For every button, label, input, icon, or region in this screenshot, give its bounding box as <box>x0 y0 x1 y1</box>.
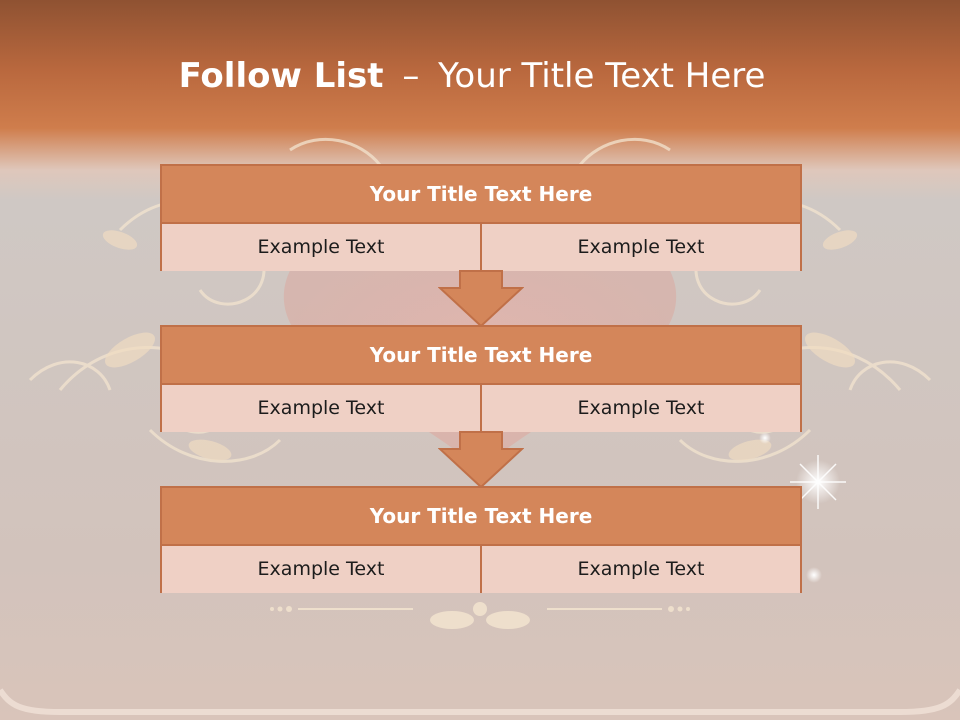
list-block-3: Your Title Text Here Example Text Exampl… <box>160 486 802 593</box>
slide-title-separator: – <box>402 56 420 96</box>
block-cell-right: Example Text <box>480 224 800 271</box>
slide-title-rest: Your Title Text Here <box>438 56 766 96</box>
block-cell-right: Example Text <box>480 546 800 593</box>
block-title: Your Title Text Here <box>162 166 800 224</box>
block-cell-left: Example Text <box>162 546 480 593</box>
down-arrow-icon <box>438 431 524 489</box>
slide-title-bold: Follow List <box>178 56 384 96</box>
list-block-1: Your Title Text Here Example Text Exampl… <box>160 164 802 271</box>
slide-title: Follow List – Your Title Text Here <box>0 52 944 100</box>
list-block-2: Your Title Text Here Example Text Exampl… <box>160 325 802 432</box>
block-row: Example Text Example Text <box>162 385 800 432</box>
down-arrow-icon <box>438 270 524 328</box>
block-row: Example Text Example Text <box>162 546 800 593</box>
block-title: Your Title Text Here <box>162 488 800 546</box>
block-cell-left: Example Text <box>162 224 480 271</box>
block-cell-right: Example Text <box>480 385 800 432</box>
block-cell-left: Example Text <box>162 385 480 432</box>
block-row: Example Text Example Text <box>162 224 800 271</box>
block-title: Your Title Text Here <box>162 327 800 385</box>
